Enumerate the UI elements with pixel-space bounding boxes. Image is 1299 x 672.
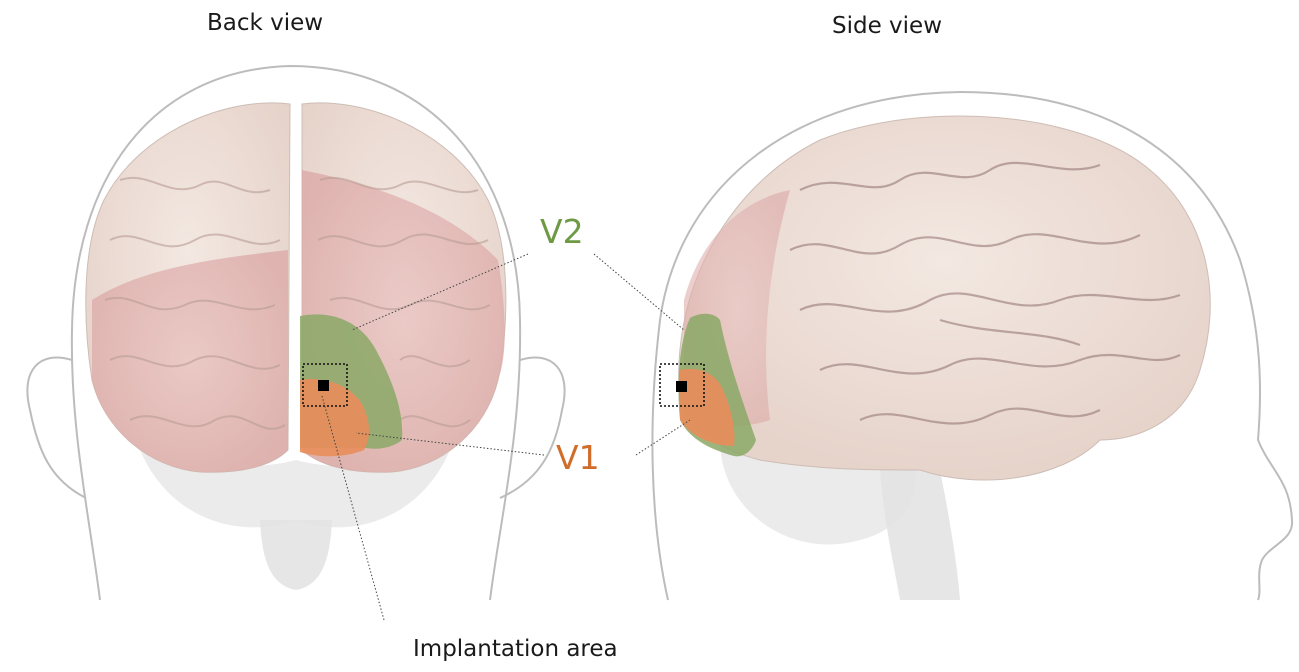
side-brainstem — [880, 470, 960, 600]
v2-label: V2 — [540, 212, 584, 251]
side-implant-square — [676, 381, 687, 392]
back-brainstem — [260, 520, 332, 590]
back-implant-square — [318, 380, 329, 391]
side-view-title: Side view — [832, 13, 942, 39]
back-right-ear — [500, 357, 565, 498]
v1-label: V1 — [556, 438, 600, 477]
v2-leader-side — [594, 254, 684, 330]
back-view-title: Back view — [207, 10, 323, 36]
side-view-head — [652, 92, 1292, 600]
v1-leader-side — [636, 420, 690, 455]
back-view-head — [27, 66, 564, 600]
implantation-area-label: Implantation area — [413, 636, 618, 662]
